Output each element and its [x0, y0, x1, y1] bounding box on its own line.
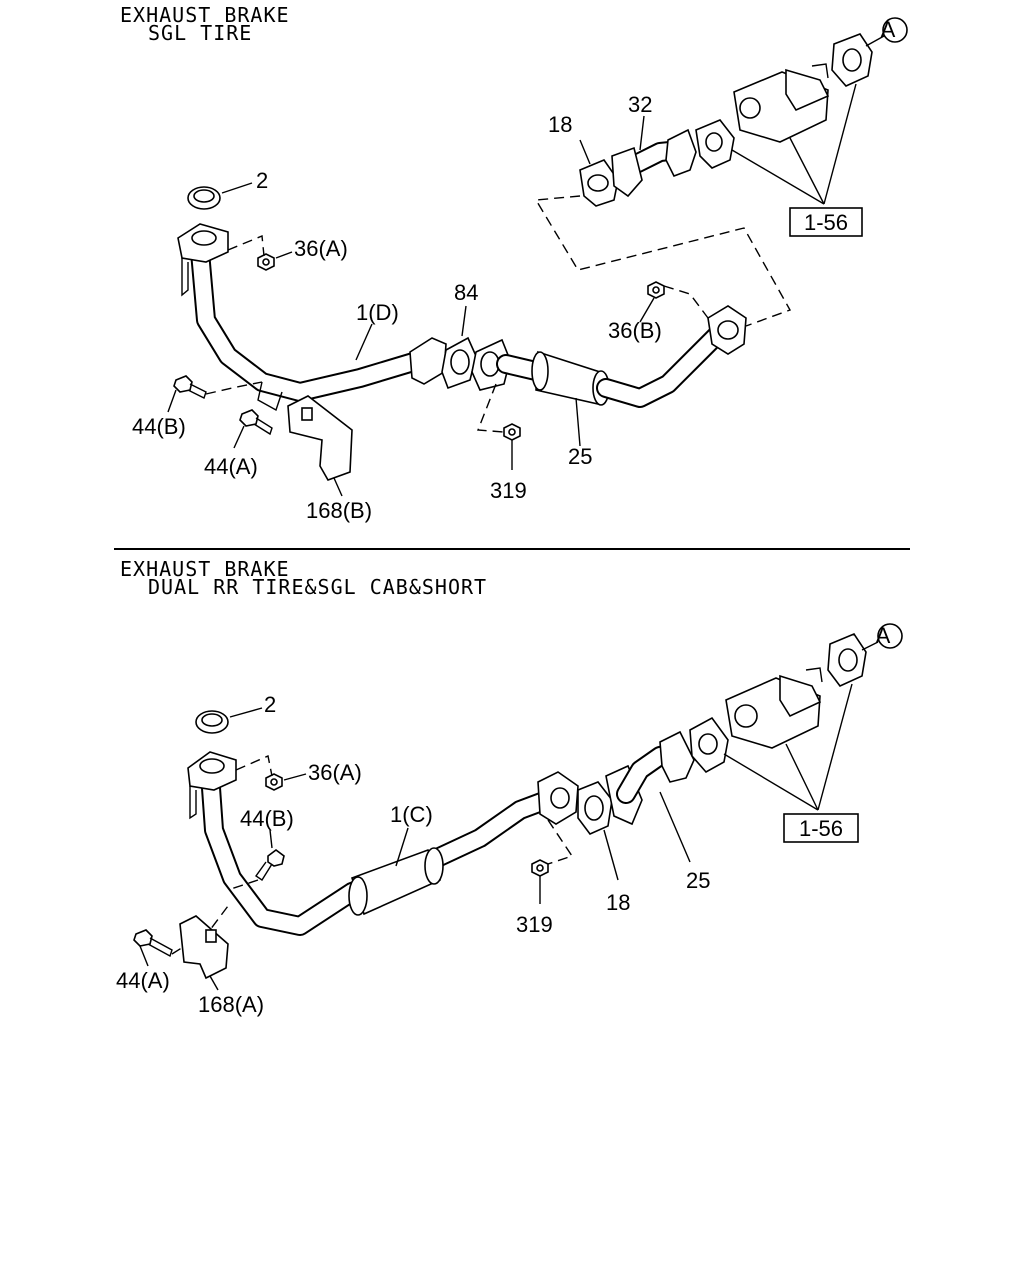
bottom-part-319-nut: [531, 819, 574, 904]
part-36a-nut: [227, 234, 293, 271]
top-label-2: 2: [256, 168, 268, 193]
bottom-circle-a: [877, 623, 903, 649]
part-25-converter: [471, 305, 747, 447]
top-label-36a: 36(A): [294, 236, 348, 261]
part-44b-bolt: [167, 375, 263, 413]
top-label-44a: 44(A): [204, 454, 258, 479]
top-label-36b: 36(B): [608, 318, 662, 343]
top-title-line2: SGL TIRE: [148, 21, 252, 45]
top-label-18: 18: [548, 112, 572, 137]
top-brake-valve: [695, 17, 908, 205]
bottom-label-44a: 44(A): [116, 968, 170, 993]
top-label-84: 84: [454, 280, 478, 305]
part-18-32-pipe: [579, 115, 697, 207]
bottom-brake-valve: [689, 623, 903, 811]
bottom-part-44b-bolt: [227, 829, 285, 891]
bottom-part-18-gasket: [577, 781, 619, 881]
top-label-44b: 44(B): [132, 414, 186, 439]
bottom-circle-a-letter: A: [876, 623, 891, 648]
part-168b-bracket: [287, 395, 353, 497]
bottom-part-25-pipe: [605, 730, 695, 863]
top-circle-a: [882, 17, 908, 43]
bottom-label-2: 2: [264, 692, 276, 717]
bottom-label-319: 319: [516, 912, 553, 937]
part-36b-nut: [639, 281, 709, 323]
top-label-168b: 168(B): [306, 498, 372, 523]
top-label-25: 25: [568, 444, 592, 469]
top-connection-dash: [534, 195, 792, 327]
top-label-319: 319: [490, 478, 527, 503]
top-section: EXHAUST BRAKE SGL TIRE 2 1(D) 36(: [120, 3, 908, 523]
bottom-part-2-gasket: [195, 707, 263, 734]
bottom-label-168a: 168(A): [198, 992, 264, 1017]
top-ref-label: 1-56: [804, 210, 848, 235]
bottom-ref-label: 1-56: [799, 816, 843, 841]
bottom-label-25: 25: [686, 868, 710, 893]
bottom-section: EXHAUST BRAKE DUAL RR TIRE&SGL CAB&SHORT…: [116, 557, 903, 1017]
bottom-title-line2: DUAL RR TIRE&SGL CAB&SHORT: [148, 575, 487, 599]
bottom-part-168a-bracket: [179, 915, 229, 991]
part-84-gasket: [441, 305, 477, 390]
bottom-part-36a-nut: [235, 755, 307, 791]
top-title-line1: EXHAUST BRAKE: [120, 3, 290, 27]
bottom-part-44a-bolt: [133, 905, 229, 967]
bottom-title-line1: EXHAUST BRAKE: [120, 557, 290, 581]
top-ref-box: [789, 207, 863, 237]
part-319-nut: [477, 383, 521, 470]
top-circle-a-letter: A: [881, 17, 896, 42]
part-44a-bolt: [233, 409, 273, 449]
bottom-label-1c: 1(C): [390, 802, 433, 827]
top-label-1d: 1(D): [356, 300, 399, 325]
part-1d-pipe: [177, 223, 450, 412]
part-2-gasket: [187, 182, 253, 210]
bottom-label-36a: 36(A): [308, 760, 362, 785]
top-label-32: 32: [628, 92, 652, 117]
bottom-ref-box: [783, 813, 859, 843]
bottom-label-44b: 44(B): [240, 806, 294, 831]
bottom-part-1c-pipe: [187, 751, 579, 936]
bottom-label-18: 18: [606, 890, 630, 915]
